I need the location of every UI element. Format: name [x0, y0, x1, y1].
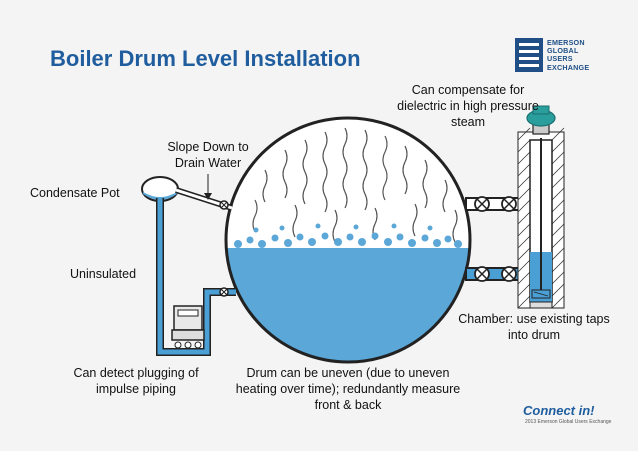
connect-in-logo: Connect in! 2013 Emerson Global Users Ex… [523, 403, 623, 429]
sloped-steam-line [175, 187, 233, 211]
boiler-drum [224, 116, 472, 364]
right-tap-pipes [465, 196, 527, 282]
logo-emblem-icon [515, 38, 543, 72]
slope-pointer-arrow [204, 174, 212, 200]
footer-tagline: 2013 Emerson Global Users Exchange [525, 419, 612, 425]
drum-water [226, 248, 470, 362]
dp-transmitter-icon [171, 305, 205, 349]
label-drum-uneven: Drum can be uneven (due to uneven heatin… [235, 366, 461, 412]
upper-right-valve-2-icon [501, 196, 517, 212]
label-condensate-pot: Condensate Pot [30, 186, 120, 200]
label-uninsulated: Uninsulated [70, 267, 137, 281]
logo-line-4: EXCHANGE [547, 62, 590, 72]
lower-right-valve-1-icon [474, 266, 490, 282]
label-compensate: Can compensate for dielectric in high pr… [397, 83, 539, 129]
logo-line-3: USERS [547, 54, 573, 64]
gwr-transmitter-icon [526, 105, 556, 135]
lower-right-valve-2-icon [501, 266, 517, 282]
steam-bubbles [234, 223, 462, 248]
condensate-pot [141, 176, 179, 202]
emerson-global-users-exchange-logo: EMERSON GLOBAL USERS EXCHANGE [515, 38, 615, 72]
label-detect-plugging: Can detect plugging of impulse piping [73, 366, 199, 396]
logo-text: EMERSON GLOBAL USERS EXCHANGE [547, 38, 590, 72]
label-slope: Slope Down to Drain Water [167, 140, 249, 170]
logo-line-2: GLOBAL [547, 46, 579, 56]
label-chamber: Chamber: use existing taps into drum [458, 312, 610, 342]
slide-title: Boiler Drum Level Installation [50, 46, 361, 71]
upper-right-valve-1-icon [474, 196, 490, 212]
footer-brand-text: Connect in! [523, 403, 595, 418]
left-impulse-piping [156, 198, 236, 356]
gwr-chamber [517, 127, 565, 309]
logo-line-1: EMERSON [547, 38, 585, 47]
